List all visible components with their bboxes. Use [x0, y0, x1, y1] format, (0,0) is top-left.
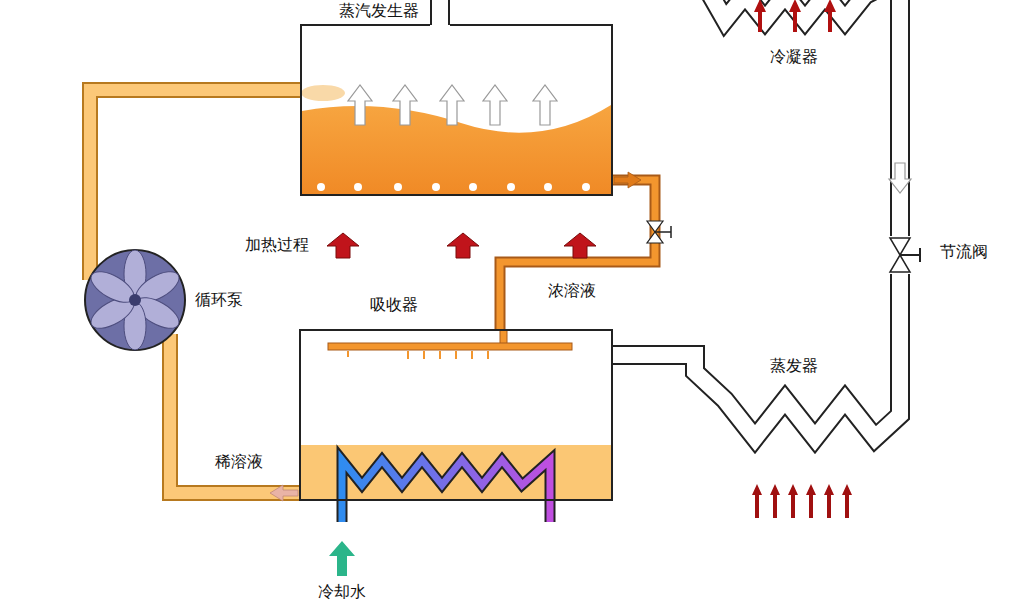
part-label: 节流阀 [940, 242, 988, 261]
heat-arrows [327, 233, 596, 258]
circulation-pump: 循环泵 [83, 248, 187, 352]
pipe-bore [892, 274, 908, 345]
pipe-bore [440, 0, 705, 25]
absorber-vessel [300, 330, 612, 500]
flow-arrow [270, 485, 298, 501]
evaporator: 蒸发器 [640, 345, 912, 445]
throttle-valve: 节流阀 [888, 236, 912, 274]
process-label: 加热过程 [243, 235, 311, 254]
process-label: 冷却水 [316, 582, 368, 601]
pipe-connector [900, 274, 901, 345]
pipe-connector [500, 180, 655, 330]
pipe-bore [90, 90, 301, 248]
heat-release-arrows [754, 0, 836, 32]
cooling-water-arrow [329, 541, 355, 576]
spray-pipe [328, 330, 572, 359]
pipe-wall [170, 352, 300, 493]
pipe-wall [500, 180, 655, 330]
pipe-connector [440, 0, 705, 25]
pipe-wall [890, 274, 910, 345]
solution-valve [647, 221, 671, 243]
pipe-connector [612, 355, 640, 356]
pipe-bore [885, 0, 900, 236]
pipe-bore [612, 347, 640, 363]
pipe-wall [440, 0, 705, 25]
part-label: 蒸发器 [770, 356, 818, 375]
part-label: 吸收器 [370, 295, 418, 314]
cooling-coil [342, 460, 550, 522]
flow-arrow [889, 163, 911, 193]
pipe-label: 浓溶液 [546, 281, 598, 300]
absorber: 吸收器 [300, 330, 612, 500]
pipe-wall [885, 0, 900, 236]
vapor-arrows [348, 85, 557, 125]
part-label: 冷凝器 [770, 47, 818, 66]
throttle-valve [888, 236, 912, 274]
foam [301, 85, 345, 101]
vessel-outline [301, 25, 612, 195]
pipe-bore [500, 180, 655, 330]
part-label: 循环泵 [195, 290, 243, 309]
pipe-wall [612, 345, 640, 365]
part-label: 蒸汽发生器 [339, 1, 419, 20]
generator-vessel [301, 25, 612, 195]
condenser: 冷凝器 [705, 0, 885, 72]
bubbles [317, 183, 590, 191]
pipe-label: 稀溶液 [213, 452, 265, 471]
pipe-connector [90, 90, 301, 248]
flow-arrow [614, 172, 641, 188]
vessel-outline [300, 330, 612, 500]
pipe-bore [170, 352, 300, 493]
steam-generator: 蒸汽发生器 [301, 25, 612, 195]
pipe-wall [90, 90, 301, 248]
pipe-connector [170, 352, 300, 493]
pump-symbol [83, 248, 187, 352]
pipe-connector [885, 0, 900, 236]
heat-absorb-arrows [752, 484, 852, 518]
